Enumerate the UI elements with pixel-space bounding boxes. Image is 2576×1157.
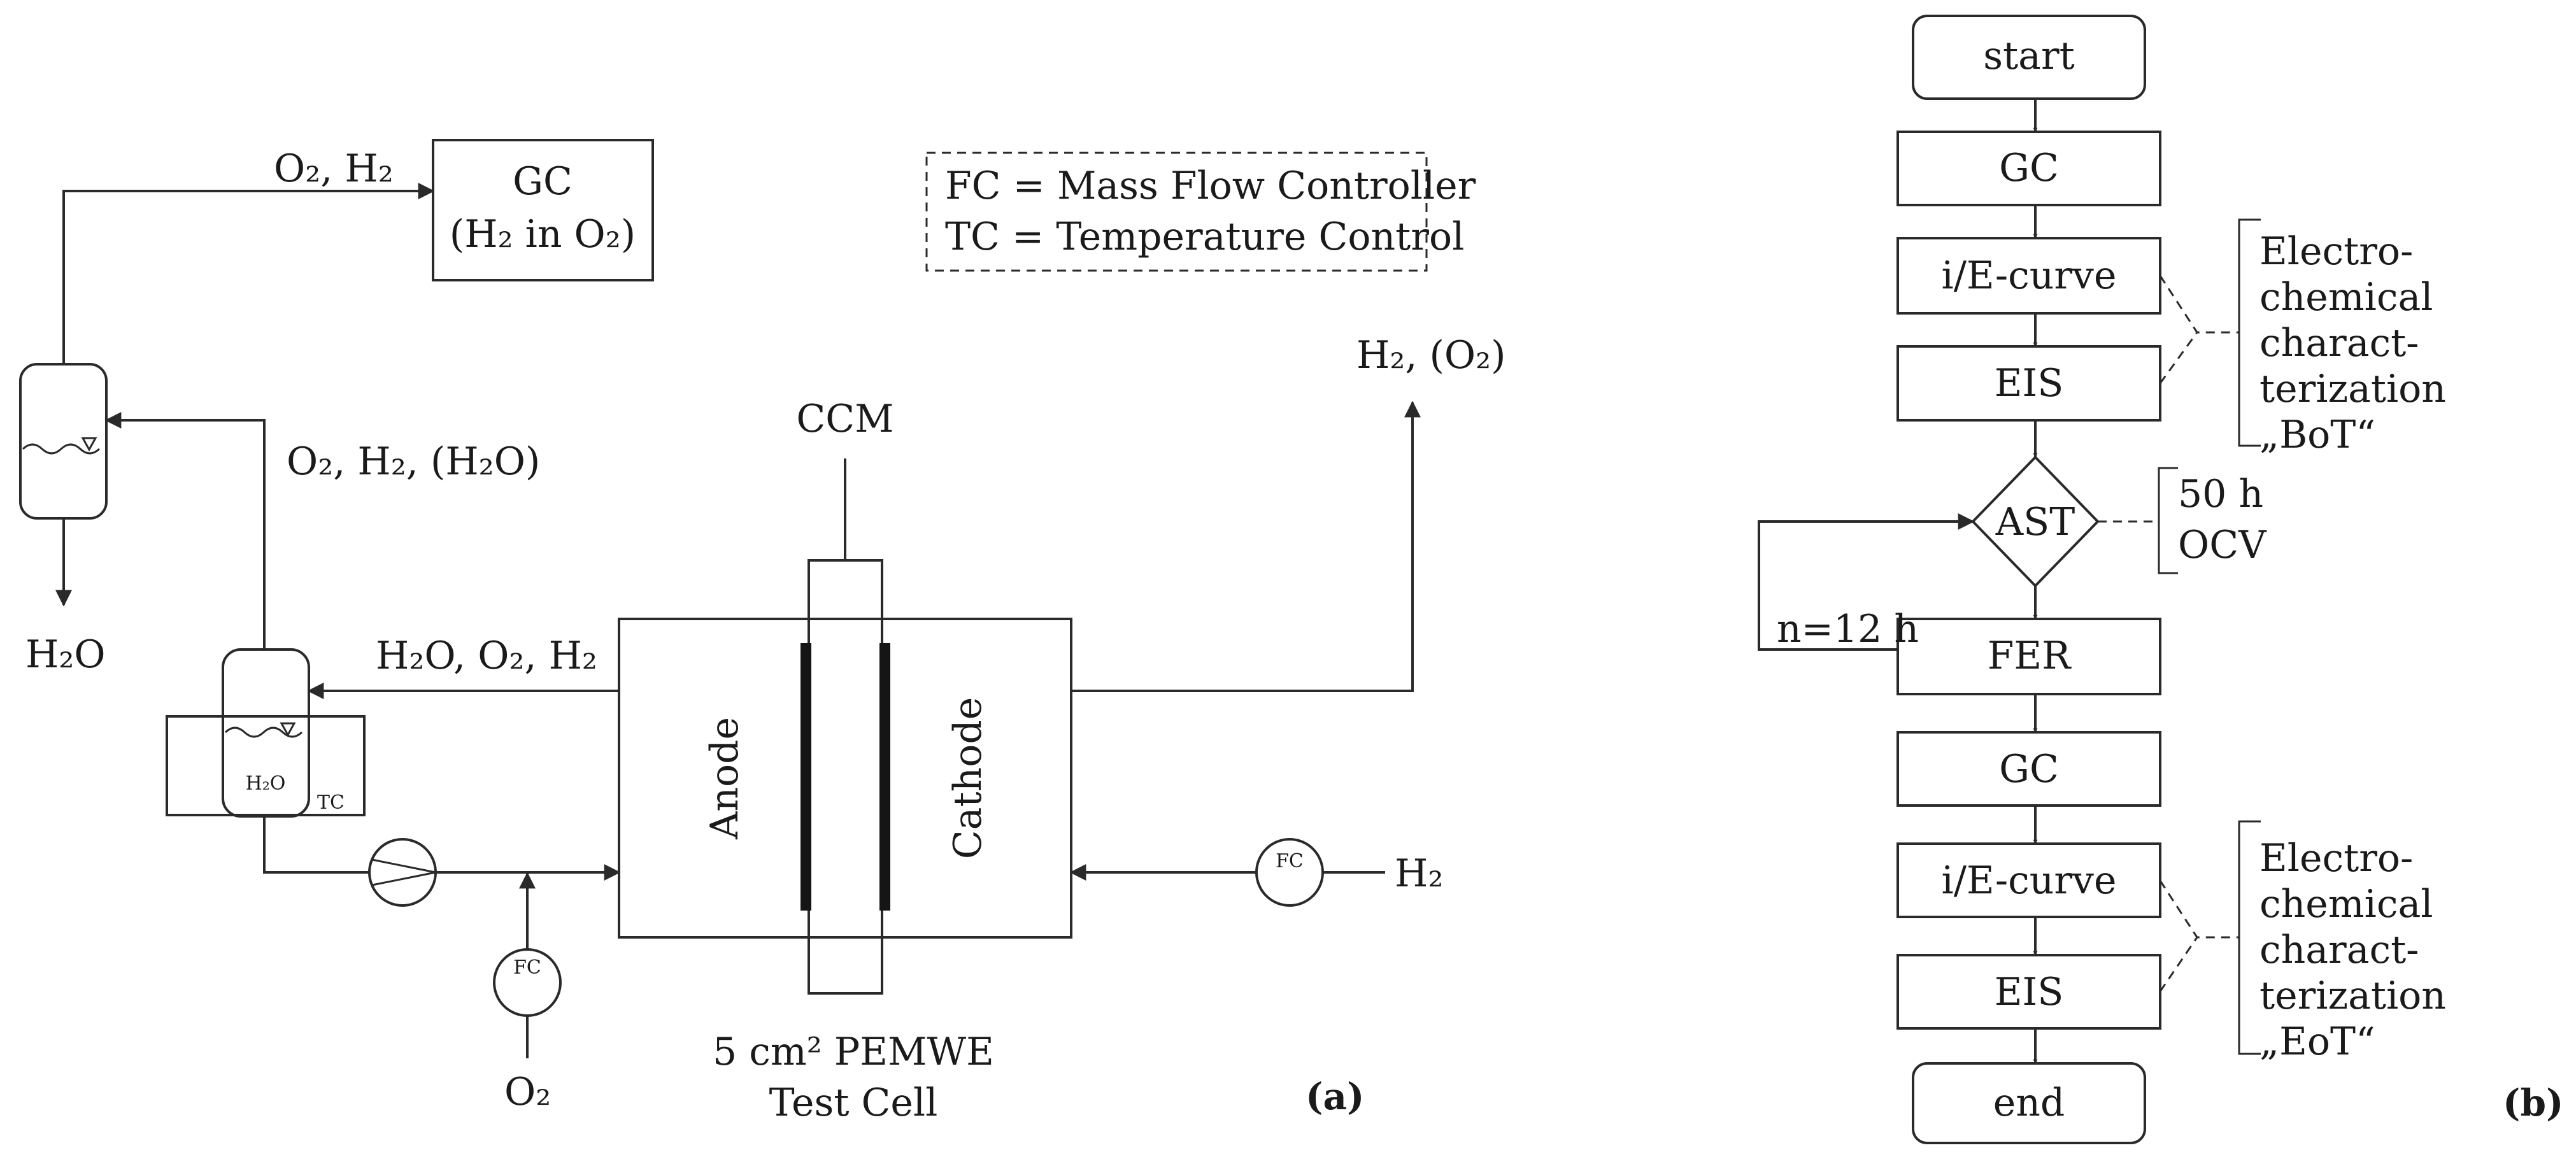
step-gc-bot: [1896, 131, 2161, 206]
step-fer: [1896, 618, 2161, 695]
stream-cathode-out-label: H₂, (O₂): [1356, 333, 1506, 378]
end-terminal: [1912, 1062, 2146, 1144]
note-bot-link: [2159, 275, 2239, 384]
tc-label: TC: [317, 791, 345, 814]
step-gc-bot-label: GC: [1999, 146, 2059, 190]
note-bot-line: charact-: [2259, 321, 2419, 366]
panel-a-label: (a): [1306, 1075, 1364, 1118]
stream-from-separator-line: [104, 412, 266, 649]
end-label: end: [1993, 1081, 2065, 1125]
o2-in-label: O₂: [504, 1070, 551, 1114]
legend-tc-line: TC = Temperature Control: [945, 215, 1464, 259]
step-ie-curve-eot: [1896, 842, 2161, 918]
tank-level-icon: [280, 722, 296, 737]
stream-cathode-out-line: [1071, 401, 1421, 692]
o2-fc-label: FC: [513, 956, 541, 979]
separator-liquid-level: [22, 443, 101, 455]
loop-label: n=12 h: [1777, 607, 1919, 651]
gc-box-title: GC: [513, 159, 573, 204]
step-eis-eot-label: EIS: [1995, 970, 2064, 1014]
stream-to-gc-line: [62, 183, 435, 364]
cell-body: [618, 618, 1072, 939]
step-gc-eot: [1896, 731, 2161, 807]
h2-in-label: H₂: [1395, 851, 1443, 896]
note-bot-bracket: [2238, 218, 2261, 447]
feed-line: [263, 816, 369, 874]
step-ie-curve-eot-label: i/E-curve: [1942, 858, 2117, 903]
panel-a: FC = Mass Flow Controller TC = Temperatu…: [19, 139, 1506, 1125]
water-out-label: H₂O: [25, 632, 106, 677]
panel-b: start GC i/E-curve EIS Electro- chemical…: [1758, 15, 2563, 1144]
step-eis-eot: [1896, 954, 2161, 1030]
note-eot-line: terization: [2259, 974, 2446, 1018]
water-tank: [222, 648, 310, 818]
gc-box: [432, 139, 654, 281]
note-bot-line: chemical: [2259, 275, 2433, 320]
separator-level-icon: [81, 437, 97, 452]
note-eot-line: „EoT“: [2259, 1019, 2375, 1064]
note-eot-bracket: [2238, 820, 2261, 1055]
h2-flow-controller: [1255, 838, 1324, 907]
ccm-label: CCM: [796, 397, 893, 441]
note-bot-line: terization: [2259, 367, 2446, 411]
ast-note-line1: 50 h: [2178, 472, 2263, 516]
stream-from-separator-label: O₂, H₂, (H₂O): [287, 439, 540, 484]
ast-note-bracket: [2158, 467, 2178, 574]
h2-fc-label: FC: [1276, 850, 1304, 872]
tank-water-label: H₂O: [246, 772, 286, 795]
step-fer-label: FER: [1988, 634, 2072, 678]
membrane-cathode-side: [879, 643, 890, 911]
step-gc-eot-label: GC: [1999, 747, 2059, 791]
anode-label: Anode: [702, 717, 747, 840]
legend-fc-line: FC = Mass Flow Controller: [945, 164, 1476, 208]
legend-box: [925, 152, 1428, 272]
cell-frame: [808, 559, 883, 995]
note-eot-line: chemical: [2259, 882, 2433, 926]
gc-box-subtitle: (H₂ in O₂): [450, 212, 636, 257]
stream-to-gc-label: O₂, H₂: [274, 146, 394, 191]
cell-caption-line2: Test Cell: [769, 1081, 938, 1125]
cathode-label: Cathode: [946, 697, 990, 859]
stream-anode-out-label: H₂O, O₂, H₂: [376, 634, 597, 678]
start-terminal: [1912, 15, 2146, 100]
pump-icon: [368, 838, 437, 907]
start-label: start: [1983, 34, 2074, 78]
note-bot-line: Electro-: [2259, 229, 2413, 274]
step-ie-curve-bot-label: i/E-curve: [1942, 253, 2117, 298]
pump-triangle: [371, 858, 436, 886]
note-bot-line: „BoT“: [2259, 413, 2375, 457]
cell-caption-line1: 5 cm² PEMWE: [713, 1030, 994, 1074]
step-eis-bot-label: EIS: [1995, 361, 2064, 406]
note-eot-line: Electro-: [2259, 836, 2413, 881]
ast-note-line2: OCV: [2178, 523, 2267, 567]
ast-decision: [1971, 455, 2100, 588]
panel-b-label: (b): [2503, 1081, 2563, 1125]
ast-label: AST: [1995, 500, 2075, 544]
loop-line: [1758, 513, 1975, 651]
note-eot-link: [2159, 880, 2239, 992]
note-eot-line: charact-: [2259, 928, 2419, 972]
membrane-anode-side: [801, 643, 811, 911]
